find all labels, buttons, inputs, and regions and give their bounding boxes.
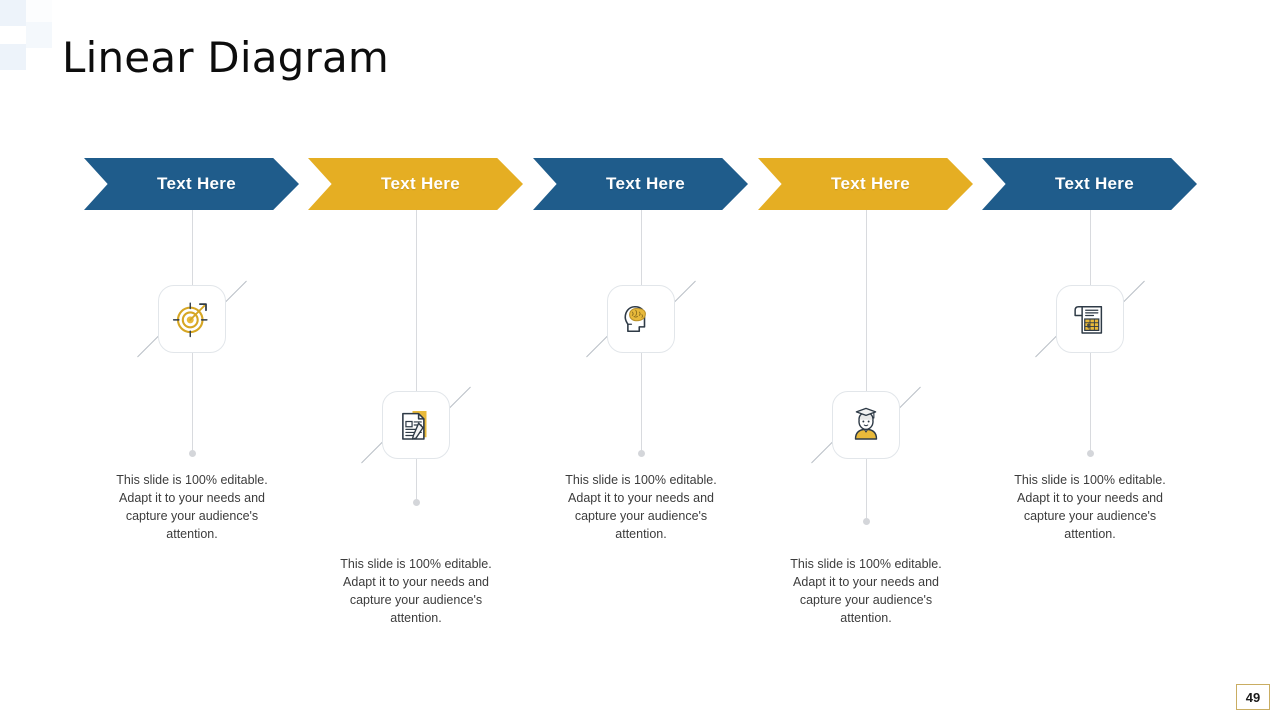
arrow-step-1-label: Text Here	[157, 174, 236, 193]
page-title: Linear Diagram	[62, 33, 390, 82]
connector-dot-4	[863, 518, 870, 525]
arrow-step-5[interactable]: Text Here	[982, 158, 1197, 210]
icon-badge-4[interactable]	[811, 386, 921, 464]
arrow-step-1[interactable]: Text Here	[84, 158, 299, 210]
target-arrow-icon	[172, 302, 208, 338]
description-2: This slide is 100% editable. Adapt it to…	[340, 557, 492, 625]
checker-square	[26, 0, 52, 22]
connector-dot-3	[638, 450, 645, 457]
icon-frame	[607, 285, 675, 353]
icon-frame: $	[1056, 285, 1124, 353]
icon-badge-3[interactable]	[586, 280, 696, 358]
arrow-step-3[interactable]: Text Here	[533, 158, 748, 210]
arrow-step-4-label: Text Here	[831, 174, 910, 193]
arrow-step-2[interactable]: Text Here	[308, 158, 523, 210]
description-3: This slide is 100% editable. Adapt it to…	[565, 473, 717, 541]
icon-frame	[382, 391, 450, 459]
connector-dot-2	[413, 499, 420, 506]
icon-frame	[832, 391, 900, 459]
connector-dot-1	[189, 450, 196, 457]
description-5: This slide is 100% editable. Adapt it to…	[1014, 473, 1166, 541]
arrow-step-row: Text Here Text Here Text Here Text Here …	[0, 158, 1280, 210]
checker-square	[0, 0, 26, 26]
description-4: This slide is 100% editable. Adapt it to…	[790, 557, 942, 625]
arrow-step-3-label: Text Here	[606, 174, 685, 193]
arrow-step-4[interactable]: Text Here	[758, 158, 973, 210]
graduate-person-icon	[854, 407, 878, 440]
svg-text:$: $	[1087, 322, 1091, 329]
icon-badge-2[interactable]	[361, 386, 471, 464]
checker-square	[26, 22, 52, 48]
icon-badge-1[interactable]	[137, 280, 247, 358]
icon-frame	[158, 285, 226, 353]
connector-dot-5	[1087, 450, 1094, 457]
connector-line-4	[866, 210, 867, 523]
head-brain-icon	[624, 305, 646, 333]
page-number-badge: 49	[1236, 684, 1270, 710]
arrow-step-5-label: Text Here	[1055, 174, 1134, 193]
document-pencil-icon	[402, 411, 427, 440]
description-1: This slide is 100% editable. Adapt it to…	[116, 473, 268, 541]
invoice-table-icon: $	[1074, 306, 1103, 334]
checker-square	[0, 44, 26, 70]
connector-line-2	[416, 210, 417, 505]
icon-badge-5[interactable]: $	[1035, 280, 1145, 358]
arrow-step-2-label: Text Here	[381, 174, 460, 193]
